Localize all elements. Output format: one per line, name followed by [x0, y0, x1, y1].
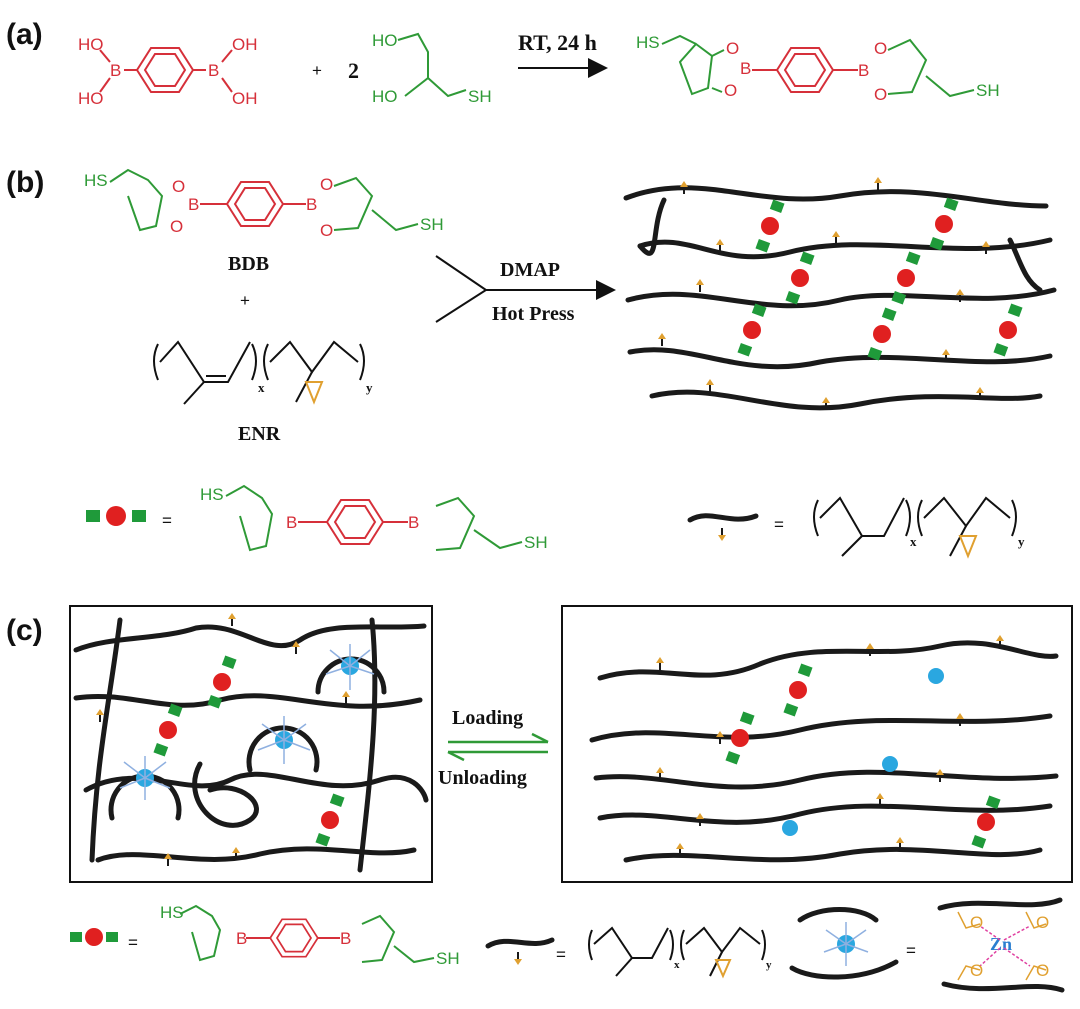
boron-atom: B	[236, 929, 247, 948]
forward-label-loading: Loading	[452, 707, 523, 729]
enr-structure: x y	[153, 340, 373, 405]
zn-coordination-site	[108, 756, 182, 821]
boron-atom: B	[110, 61, 121, 80]
loaded-network-box	[69, 605, 433, 883]
boron-atom: B	[306, 195, 317, 214]
oxygen-atom: O	[874, 39, 887, 58]
reverse-label-unloading: Unloading	[438, 767, 527, 789]
boron-atom: B	[208, 61, 219, 80]
oxygen-atom: O	[970, 961, 983, 980]
reagent-hot-press: Hot Press	[492, 303, 575, 325]
thiol-label: HS	[84, 171, 108, 190]
oxygen-atom: O	[724, 81, 737, 100]
oxygen-atom: O	[726, 39, 739, 58]
zn-ion	[782, 820, 798, 836]
legend-c-zn-site: = Zn O O O O	[789, 897, 1065, 993]
reaction-condition: RT, 24 h	[518, 30, 597, 55]
subscript-y: y	[766, 959, 772, 971]
zn-coordination-site	[315, 644, 387, 695]
subscript-y: y	[1018, 534, 1025, 549]
thiol-label: HS	[200, 485, 224, 504]
hydroxyl-label: HO	[372, 31, 398, 50]
oxygen-atom: O	[320, 175, 333, 194]
reagent-dmap: DMAP	[500, 259, 560, 281]
equals-sign: =	[128, 933, 138, 952]
boron-atom: B	[408, 513, 419, 532]
bdb-product: HS B O O B O O SH	[636, 33, 1000, 104]
legend-crosslinker: = HS B B SH	[86, 484, 548, 552]
oxygen-atom: O	[170, 217, 183, 236]
boron-atom: B	[188, 195, 199, 214]
hydroxyl-label: HO	[78, 35, 104, 54]
enr-label: ENR	[238, 423, 281, 445]
thiol-label: HS	[636, 33, 660, 52]
equilibrium-arrows	[447, 732, 549, 762]
oxygen-atom: O	[1036, 913, 1049, 932]
zn-ion	[882, 756, 898, 772]
bdb-structure: HS B O O B O O SH	[84, 168, 444, 240]
oxygen-atom: O	[172, 177, 185, 196]
legend-c-crosslinker: = HS B B SH	[70, 903, 460, 968]
thioglycerol: HO HO SH	[372, 31, 492, 106]
oxygen-atom: O	[874, 85, 887, 104]
boron-atom: B	[858, 61, 869, 80]
boron-atom: B	[740, 59, 751, 78]
diboronic-acid: B B HO HO OH OH	[78, 35, 258, 108]
boron-atom: B	[340, 929, 351, 948]
bdb-label: BDB	[228, 253, 269, 275]
oxygen-atom: O	[970, 913, 983, 932]
hydroxyl-label: OH	[232, 35, 258, 54]
zn-ion	[928, 668, 944, 684]
equals-sign: =	[906, 941, 916, 960]
thiol-label: SH	[468, 87, 492, 106]
thiol-label: SH	[436, 949, 460, 968]
equals-sign: =	[774, 515, 784, 534]
thiol-label: SH	[420, 215, 444, 234]
boron-atom: B	[286, 513, 297, 532]
hydroxyl-label: OH	[232, 89, 258, 108]
equals-sign: =	[556, 945, 566, 964]
panel-label-b: (b)	[6, 166, 44, 199]
crosslinked-network	[623, 176, 1057, 411]
unloaded-network	[589, 634, 1059, 863]
oxygen-atom: O	[320, 221, 333, 240]
equals-sign: =	[162, 511, 172, 530]
panel-label-a: (a)	[6, 18, 43, 51]
thiol-label: HS	[160, 903, 184, 922]
subscript-x: x	[910, 534, 917, 549]
panel-label-c: (c)	[6, 614, 43, 647]
loaded-network	[73, 612, 429, 873]
oxygen-atom: O	[1036, 961, 1049, 980]
thiol-label: SH	[524, 533, 548, 552]
hydroxyl-label: HO	[372, 87, 398, 106]
plus-sign: +	[240, 291, 250, 310]
subscript-y: y	[366, 380, 373, 395]
subscript-x: x	[258, 380, 265, 395]
zn-coordination-site	[246, 716, 320, 773]
hydroxyl-label: HO	[78, 89, 104, 108]
subscript-x: x	[674, 959, 680, 971]
thiol-label: SH	[976, 81, 1000, 100]
zn-carboxylate-complex: Zn O O O O	[957, 911, 1049, 981]
legend-polymer-chain: = x y	[687, 496, 1025, 559]
legend-c-polymer-chain: = x y	[485, 926, 772, 979]
unloaded-network-box	[561, 605, 1073, 883]
plus-sign: +	[312, 61, 322, 80]
stoichiometric-coefficient: 2	[348, 58, 359, 83]
